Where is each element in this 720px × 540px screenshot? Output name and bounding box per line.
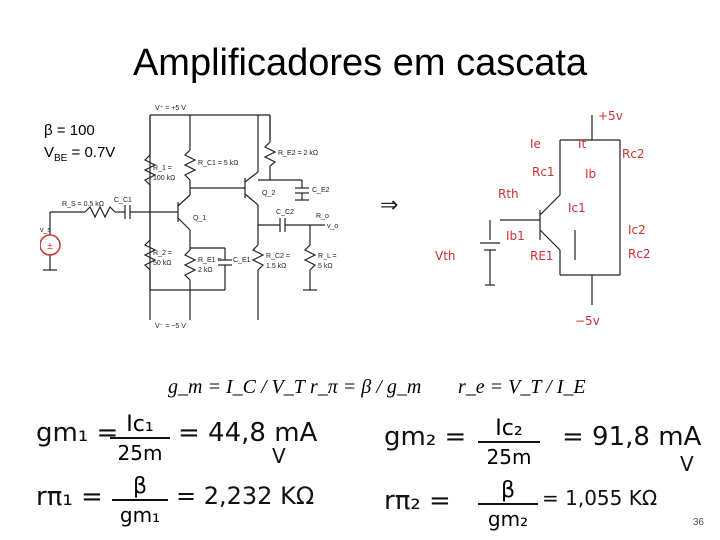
r2-label: R_2 = [153, 250, 172, 257]
rpi1-result: = 2,232 KΩ [176, 482, 315, 510]
q1-label: Q_1 [193, 215, 206, 222]
rl-value: 5 kΩ [318, 263, 333, 270]
r1-label: R_1 = [153, 165, 172, 172]
re1-value: 2 kΩ [198, 267, 213, 274]
rpi-formula: r_π = β / g_m [310, 376, 422, 398]
sketch-bottom-supply: −5v [575, 314, 600, 328]
sketch-rc2-bottom: Rc2 [628, 247, 651, 261]
ce1-label: C_E1 [233, 257, 251, 264]
rpi2-result: = 1,055 KΩ [542, 486, 658, 510]
gm2-lhs: gm₂ = [384, 422, 467, 452]
svg-text:±: ± [47, 241, 53, 252]
gm2-result: = 91,8 mA [562, 422, 702, 452]
rpi2-lhs: rπ₂ = [384, 486, 451, 516]
sketch-ib1: Ib1 [506, 229, 525, 243]
sketch-top-supply: +5v [598, 109, 623, 123]
rpi2-denominator: gm₂ [487, 507, 529, 531]
vminus-label: V⁻ = −5 V [155, 323, 186, 330]
sketch-it: It [578, 137, 587, 151]
gm2-denominator: 25m [486, 445, 532, 469]
vs-label: v_s [40, 227, 51, 234]
re-formula: r_e = V_T / I_E [458, 376, 586, 398]
handwritten-equivalent-circuit: ⇒ +5v −5v Ie It Rc2 Rc1 Ib Rth Ic1 Ic2 I… [380, 109, 651, 328]
gm1-result: = 44,8 mA [178, 418, 318, 448]
cc1-label: C_C1 [114, 197, 132, 204]
rc1-label: R_C1 = 5 kΩ [198, 160, 238, 167]
cc2-label: C_C2 [276, 209, 294, 216]
r1-value: 100 kΩ [153, 175, 175, 182]
sketch-vth: Vth [435, 249, 456, 263]
re2-label: R_E2 = 2 kΩ [278, 150, 318, 157]
gm2-fraction: Ic₂ 25m [478, 416, 540, 469]
ce2-label: C_E2 [312, 187, 330, 194]
gm1-denominator: 25m [117, 441, 163, 465]
gm-formula: g_m = I_C / V_T [168, 376, 305, 398]
gm1-numerator: Ic₁ [110, 412, 170, 439]
cascade-amplifier-schematic: ± V⁺ = +5 V V⁻ = −5 V R_S = 0.5 kΩ C_C1 … [40, 105, 338, 330]
re1-label: R_E1 = [198, 257, 222, 264]
sketch-re1: RE1 [530, 249, 554, 263]
equivalence-arrow: ⇒ [380, 193, 398, 218]
page-number: 36 [692, 517, 704, 528]
sketch-rc2: Rc2 [622, 147, 645, 161]
sketch-rth: Rth [498, 187, 519, 201]
ro-label: R_o [316, 213, 329, 220]
vbe-value: VBE = 0.7V [44, 144, 116, 164]
sketch-ic1: Ic1 [568, 201, 586, 215]
gm1-fraction: Ic₁ 25m [110, 412, 170, 465]
gm2-numerator: Ic₂ [478, 416, 540, 443]
rl-label: R_L = [318, 253, 337, 260]
vo-label: v_o [327, 223, 338, 230]
sketch-rc1: Rc1 [532, 165, 555, 179]
rc2-label: R_C2 = [266, 253, 290, 260]
rpi1-lhs: rπ₁ = [36, 482, 103, 512]
sketch-ib: Ib [585, 167, 596, 181]
parameters: β = 100 VBE = 0.7V [44, 120, 115, 170]
sketch-ie: Ie [530, 137, 541, 151]
sketch-ic2: Ic2 [628, 223, 646, 237]
vplus-label: V⁺ = +5 V [155, 105, 186, 112]
gm1-unit: V [272, 444, 286, 468]
rpi2-numerator: β [478, 478, 538, 505]
rs-label: R_S = 0.5 kΩ [62, 201, 104, 208]
rc2-value: 1.5 kΩ [266, 263, 286, 270]
r2-value: 50 kΩ [153, 260, 171, 267]
beta-value: β = 100 [44, 122, 95, 139]
q2-label: Q_2 [262, 190, 275, 197]
formula-row: g_m = I_C / V_T r_π = β / g_m r_e = V_T … [160, 376, 586, 406]
gm1-lhs: gm₁ = [36, 418, 119, 448]
rpi1-denominator: gm₁ [119, 503, 161, 527]
rpi1-fraction: β gm₁ [112, 474, 168, 527]
slide-title: Amplificadores em cascata [132, 42, 588, 84]
rpi2-fraction: β gm₂ [478, 478, 538, 531]
rpi1-numerator: β [112, 474, 168, 501]
gm2-unit: V [680, 452, 694, 476]
